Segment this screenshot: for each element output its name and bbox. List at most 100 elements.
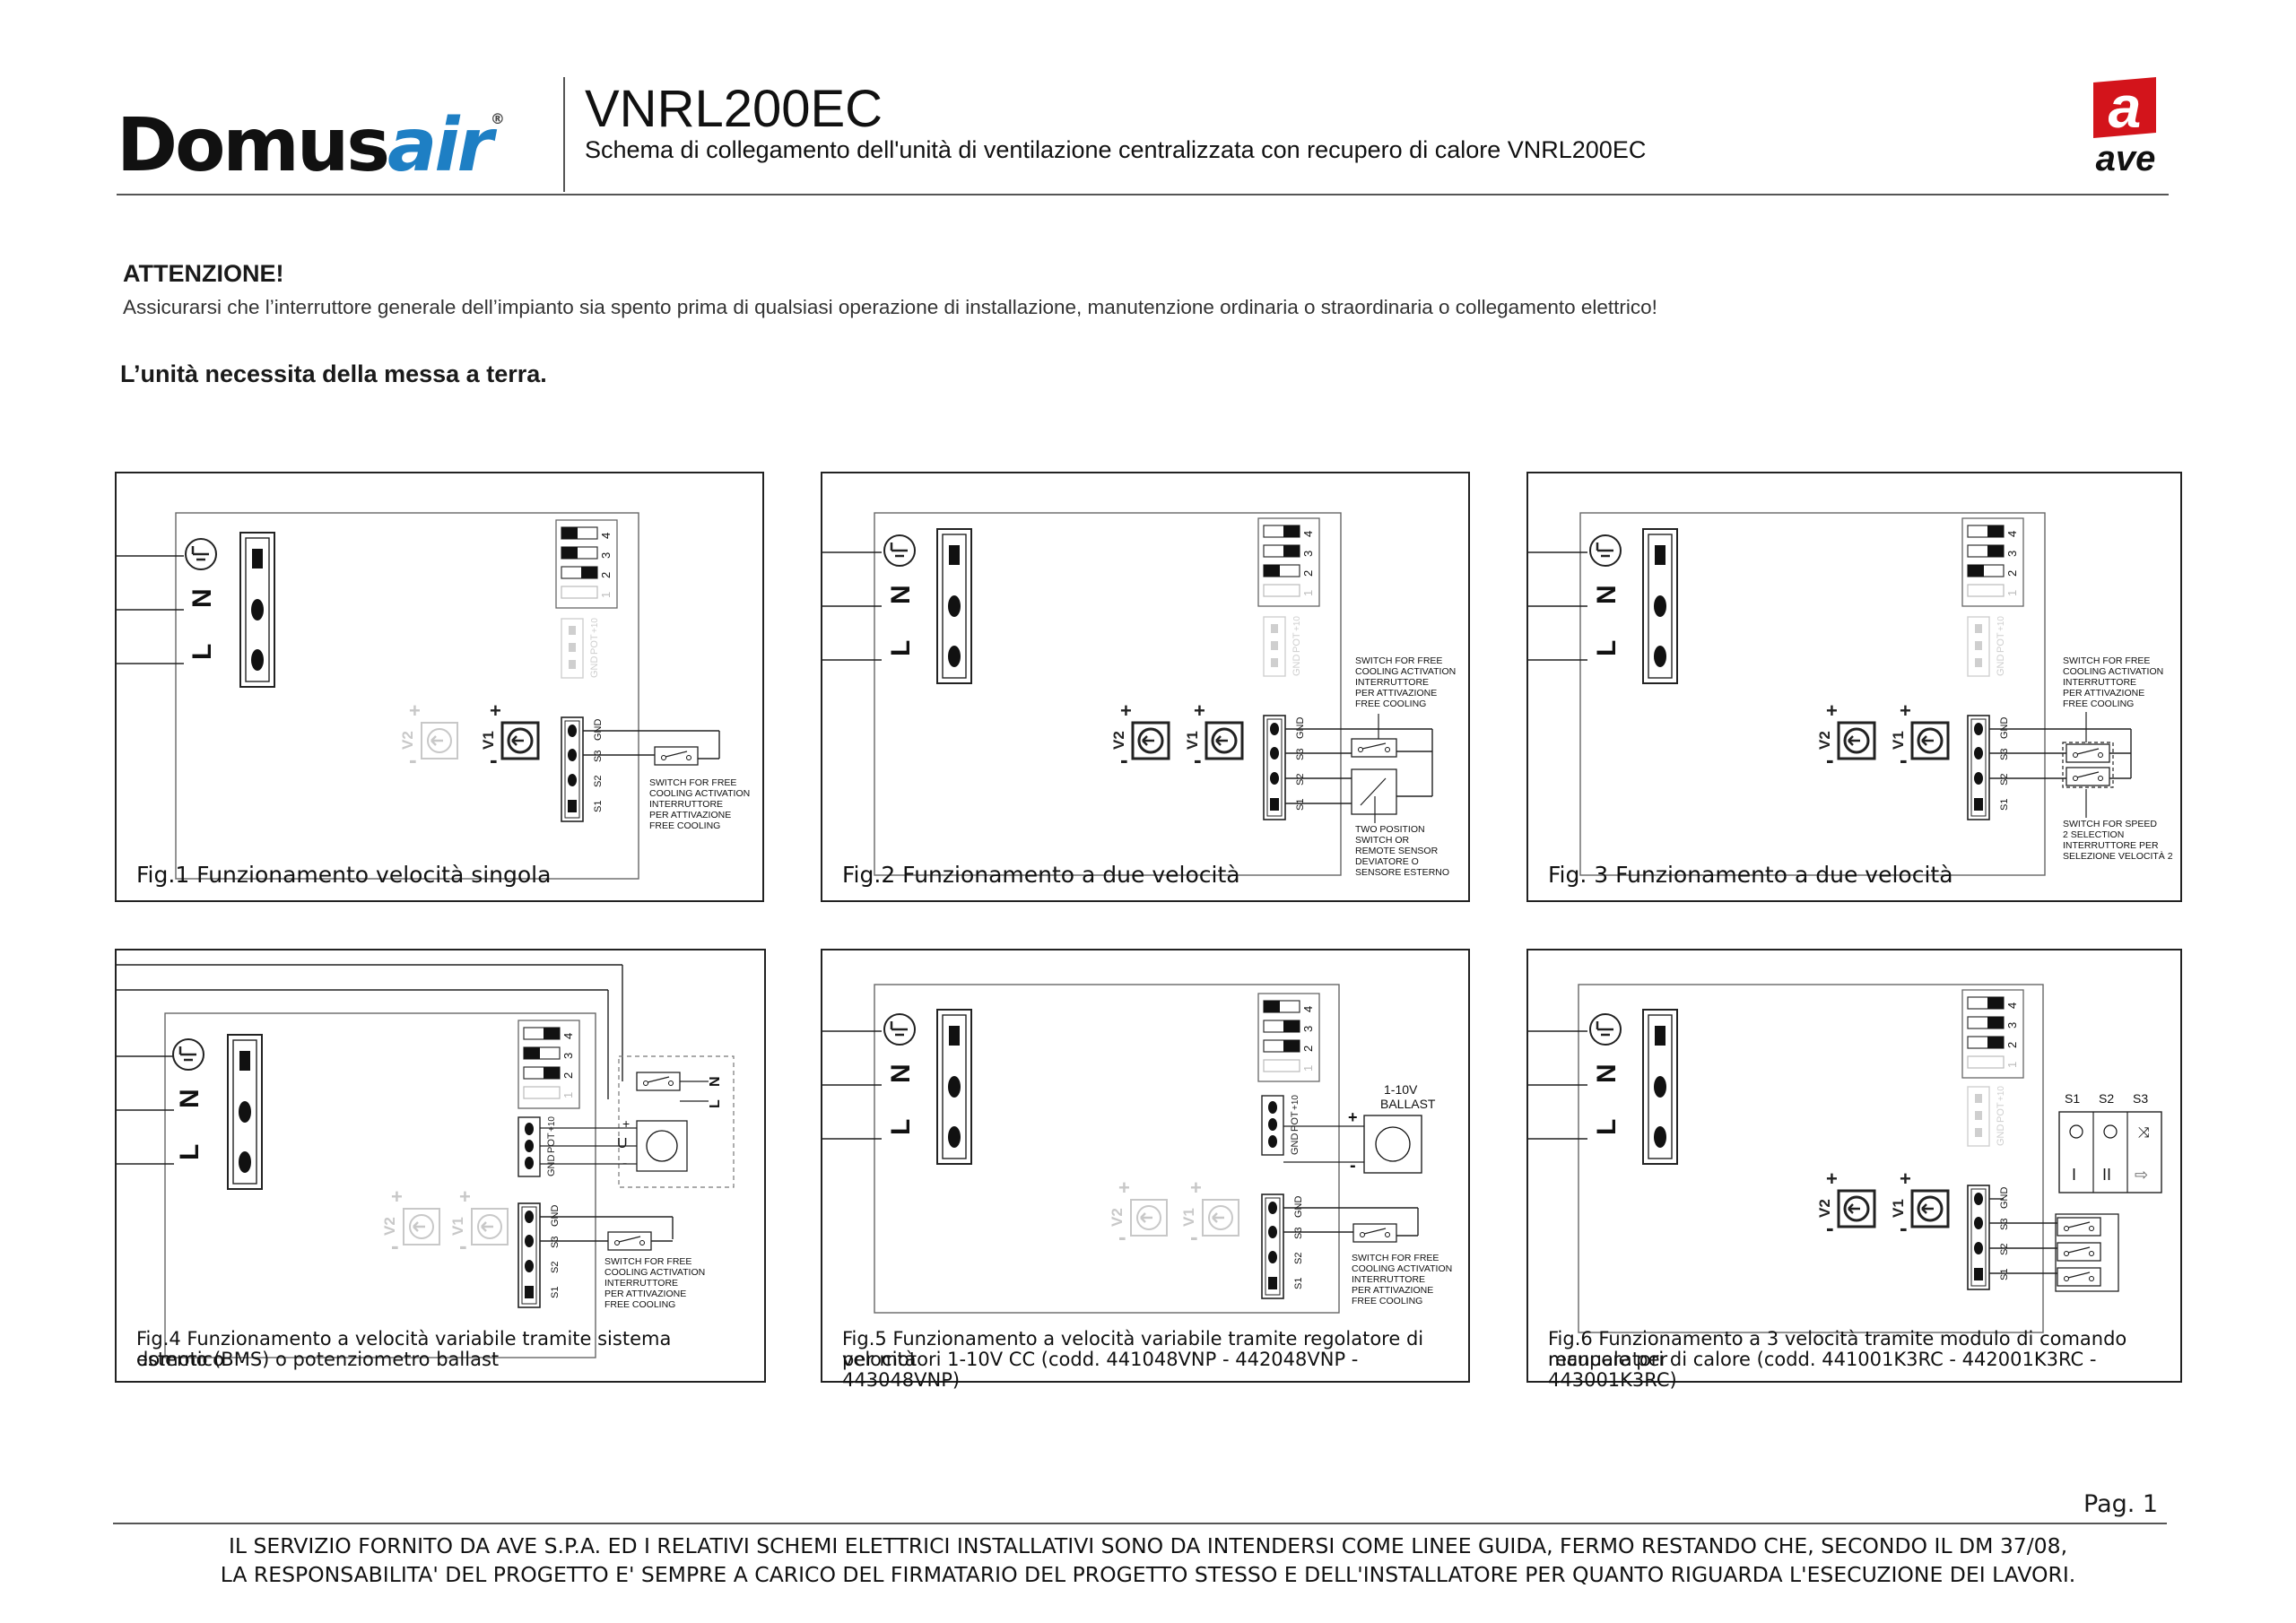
ballast-potentiometer <box>636 1120 688 1172</box>
warning-title: ATTENZIONE! <box>123 260 284 287</box>
s1-pin <box>568 800 577 812</box>
v1-label: V1 <box>480 731 497 750</box>
minus-sign: - <box>1120 746 1128 773</box>
figure-1-caption: Fig.1 Funzionamento velocità singola <box>136 862 552 888</box>
switch-blade <box>2076 748 2100 755</box>
dip-switch-lever <box>581 567 597 578</box>
minus-sign: - <box>459 1232 467 1259</box>
pe-terminal <box>949 1026 960 1046</box>
pot-connector <box>1261 1095 1284 1156</box>
s-connector-inner <box>1970 718 1987 817</box>
s1-label: S1 <box>550 1287 561 1298</box>
plus-sign: + <box>1900 1167 1911 1190</box>
domusair-logo: Domusair® <box>117 103 505 188</box>
speed-pot-arrow <box>1140 1217 1146 1223</box>
v2-label: V2 <box>399 731 416 750</box>
power-terminal-block <box>239 532 275 688</box>
s1-pin <box>525 1286 534 1298</box>
switch-blade <box>647 1076 670 1083</box>
warning-text: Assicurarsi che l’interruttore generale … <box>123 296 1657 318</box>
speed-pot-arrow <box>1848 740 1854 746</box>
ballast-knob <box>646 1130 678 1162</box>
module-head-s2: S2 <box>2099 1091 2114 1106</box>
speed-pot-arrow <box>1848 1203 1854 1210</box>
speed-pot-arrow <box>1848 1208 1854 1214</box>
pot-connector <box>561 618 584 679</box>
free-cooling-switch-label: SWITCH FOR FREE <box>1355 655 1442 666</box>
n-terminal <box>948 595 961 617</box>
earth-icon <box>883 534 916 567</box>
switch-contact <box>643 1081 648 1086</box>
module-speed-2-icon: II <box>2102 1166 2111 1184</box>
free-cooling-switch <box>1351 738 1397 758</box>
speed-pot-knob <box>1137 727 1164 754</box>
speed-pot-body <box>421 722 458 759</box>
speed-pot-knob <box>1136 1205 1161 1230</box>
n-terminal <box>1654 595 1666 617</box>
switch-contact <box>668 1081 674 1086</box>
pot-connector <box>1967 616 1990 677</box>
dip-switch-lever <box>1987 997 2004 1009</box>
dip-switch-slot <box>1967 584 2005 597</box>
pot-connector-pin <box>1268 1118 1277 1131</box>
pot-connector <box>517 1116 541 1177</box>
module-speed-1-icon: I <box>2072 1166 2076 1184</box>
unit-board <box>164 1012 596 1358</box>
dip-switch-lever <box>524 1047 540 1059</box>
power-terminal-inner <box>1648 1014 1673 1159</box>
plus-sign: + <box>490 699 501 722</box>
switch-contact <box>2089 1251 2094 1256</box>
power-terminal-inner <box>942 534 967 679</box>
line-label: L <box>1592 640 1622 656</box>
free-cooling-switch-label: SWITCH FOR FREE <box>2063 655 2150 666</box>
plus-sign: + <box>1190 1176 1202 1199</box>
line-label: L <box>175 1144 204 1160</box>
pot-connector-pin <box>1271 658 1278 667</box>
s2-label: S2 <box>550 1262 561 1273</box>
speed-pot-arrow <box>481 1226 487 1232</box>
free-cooling-switch-label: INTERRUTTORE <box>649 799 723 810</box>
switch-contact <box>1358 747 1363 752</box>
free-cooling-switch-label: COOLING ACTIVATION <box>604 1267 705 1278</box>
page-title: VNRL200EC <box>585 80 883 138</box>
earth-icon <box>1589 534 1622 567</box>
s1-pin <box>1974 1268 1983 1280</box>
speed-pot-arrow <box>1848 735 1854 742</box>
s3-pin <box>1974 1217 1983 1229</box>
speed-pot-arrow <box>1215 740 1222 746</box>
l-terminal <box>251 649 264 671</box>
page-subtitle: Schema di collegamento dell'unità di ven… <box>585 136 1647 163</box>
l-terminal <box>239 1151 251 1173</box>
s3-label: S3 <box>593 751 604 762</box>
figure-5-caption-line-2: per motori 1-10V CC (codd. 441048VNP - 4… <box>842 1349 1359 1391</box>
pot-pot-label: POT <box>1996 632 2006 653</box>
gnd-label: GND <box>1999 717 2010 740</box>
minus-sign: - <box>409 746 417 773</box>
pot-connector-pin <box>1975 1128 1982 1137</box>
switch-blade <box>2067 1246 2091 1254</box>
switch-contact <box>2089 1226 2094 1231</box>
speed-pot-body <box>471 1208 509 1245</box>
plus-sign: + <box>459 1185 471 1208</box>
s-connector <box>1261 1193 1284 1299</box>
pot-pot-label: POT <box>1290 1111 1300 1132</box>
speed-pot-body <box>1910 721 1950 760</box>
speed-pot-body <box>500 721 540 760</box>
s2-pin <box>568 774 577 786</box>
s1-label: S1 <box>1295 799 1306 811</box>
pot-connector-pin <box>525 1157 534 1169</box>
module-relay <box>2057 1242 2101 1262</box>
module-relay-group <box>2055 1213 2119 1292</box>
speed-switch-label: SELEZIONE VELOCITÀ 2 <box>2063 850 2173 862</box>
s1-label: S1 <box>593 801 604 812</box>
pe-terminal <box>1655 1026 1665 1046</box>
switch-contact <box>639 1240 645 1245</box>
dip-switch-number: 1 <box>561 1092 575 1098</box>
speed-pot-knob <box>1917 727 1944 754</box>
ballast-knob <box>1375 1126 1411 1162</box>
pot-pot-label: POT <box>589 634 600 655</box>
command-module <box>2058 1111 2162 1193</box>
pot-connector-pin <box>1271 624 1278 633</box>
speed-pot-body <box>1910 1189 1950 1228</box>
